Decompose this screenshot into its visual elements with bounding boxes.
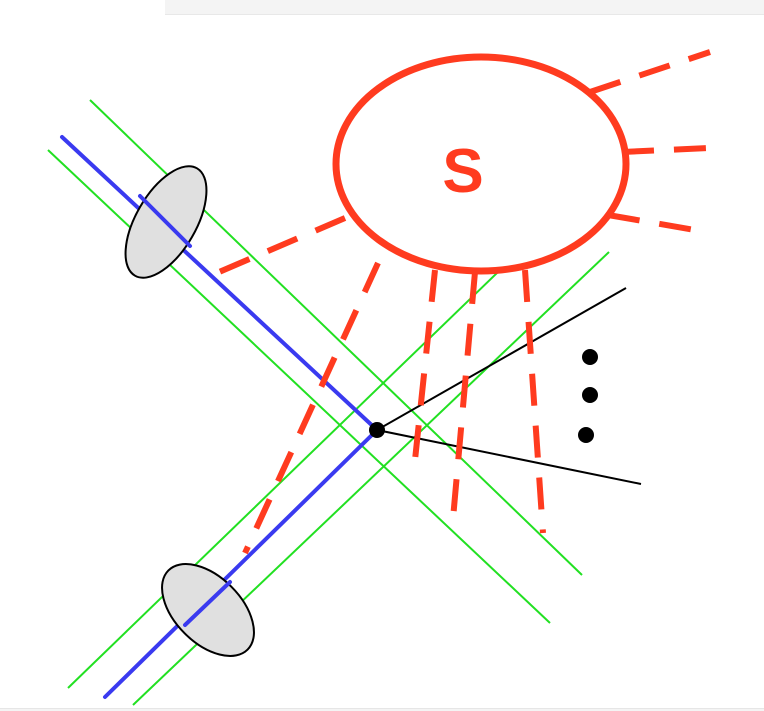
- bottom-strip: [0, 708, 764, 711]
- track-lower: [376, 429, 642, 485]
- blue-beam-through-lower-lens: [183, 580, 232, 627]
- outgoing-tracks: [376, 287, 642, 485]
- source-ellipse: [332, 53, 630, 275]
- ray-down-4: [522, 269, 546, 534]
- source-label: S: [442, 137, 483, 206]
- ray-down-2: [412, 269, 438, 461]
- lens-lower: [161, 563, 255, 657]
- ray-right-top: [589, 49, 711, 95]
- ray-left: [203, 215, 347, 281]
- ray-down-1: [242, 261, 381, 555]
- blue-beam-lower: [103, 428, 379, 699]
- green-line-sw-a: [67, 211, 561, 689]
- blue-beam-upper: [60, 135, 379, 432]
- interaction-point: [369, 422, 385, 438]
- dot-1: [582, 349, 598, 365]
- ray-down-3: [449, 271, 478, 531]
- ray-right-low: [607, 212, 696, 233]
- ray-right-mid: [621, 145, 709, 155]
- dot-3: [578, 427, 594, 443]
- top-toolbar-strip: [165, 0, 764, 15]
- dot-2: [582, 387, 598, 403]
- source-rays: [203, 49, 711, 555]
- track-upper: [376, 287, 627, 431]
- blue-beam-through-upper-lens: [138, 194, 192, 248]
- blue-beam-over-lens: [138, 194, 232, 627]
- continuation-dots: [578, 349, 598, 443]
